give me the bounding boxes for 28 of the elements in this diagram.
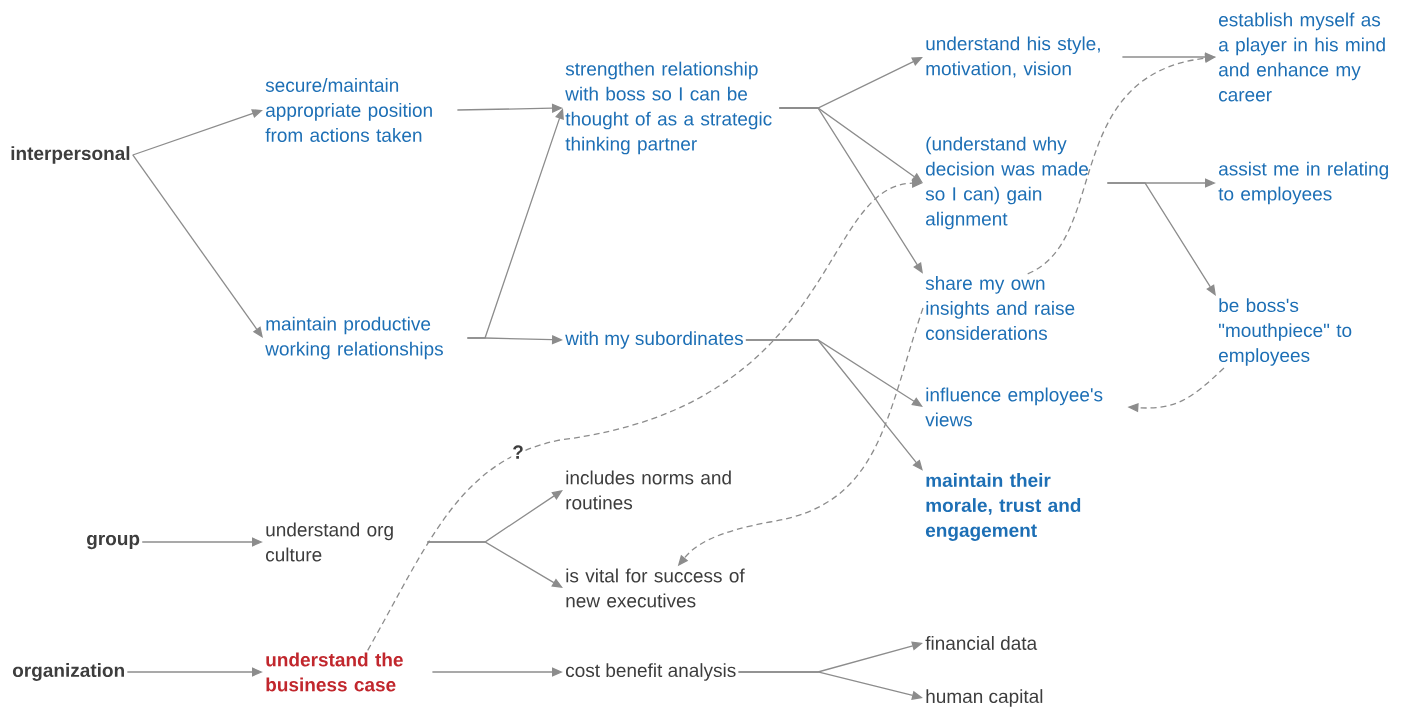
node-label: share my own insights and raise considerations <box>925 276 1075 340</box>
node-label: maintain productive working relationships <box>265 316 443 360</box>
node-label: cost benefit analysis <box>566 663 736 681</box>
node-label: establish myself as a player in his mind and enhance my career <box>1219 12 1385 102</box>
node-label: interpersonal <box>11 146 130 164</box>
node-label: assist me in relating to employees <box>1218 161 1388 205</box>
node-label: understand his style, motivation, vision <box>926 36 1100 78</box>
node-label: with my subordinates <box>565 331 743 349</box>
node-label: financial data <box>925 636 1038 650</box>
node-label: be boss's "mouthpiece" to employees <box>1219 298 1352 366</box>
node-label: organization <box>12 663 124 681</box>
node-label: is vital for success of new executives <box>566 568 745 608</box>
node-label: secure/maintain appropriate position from actions taken <box>265 78 432 142</box>
edge-label: ? <box>511 444 525 460</box>
node-label: influence employee's views <box>925 387 1103 427</box>
node-label: strengthen relationship with boss so I can be thought of as a strategic thinking partner <box>565 61 772 155</box>
node-label: human capital <box>926 689 1043 707</box>
node-label: understand org culture <box>266 522 393 562</box>
arrow <box>426 541 563 588</box>
node-label: (understand why decision was made so I can) gain alignment <box>925 136 1088 230</box>
arrow <box>1106 182 1216 296</box>
node-label: maintain their morale, trust and engagement <box>925 473 1081 541</box>
arrow <box>132 109 263 156</box>
node-label: group <box>87 534 140 550</box>
arrow <box>745 339 923 471</box>
node-label: includes norms and routines <box>566 470 731 510</box>
arrow <box>132 154 263 338</box>
node-label: understand the business case <box>266 652 403 692</box>
